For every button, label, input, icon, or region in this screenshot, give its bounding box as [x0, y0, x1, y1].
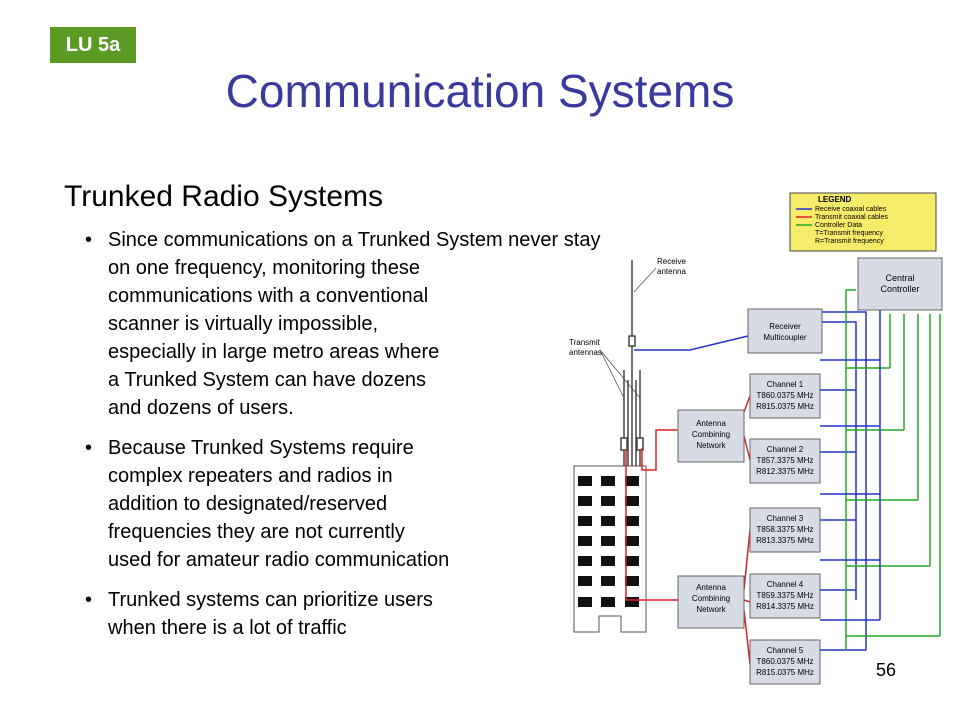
bullet-line: a Trunked System can have dozens: [108, 369, 426, 391]
building: [573, 465, 647, 633]
legend-entry: Receive coaxial cables: [815, 206, 887, 213]
svg-text:Transmit: Transmit: [569, 338, 601, 347]
channel-box: Channel 4 T859.3375 MHz R814.3375 MHz: [749, 573, 821, 619]
svg-text:R815.0375 MHz: R815.0375 MHz: [756, 402, 814, 411]
antenna-mast: [620, 260, 644, 466]
svg-text:R813.3375 MHz: R813.3375 MHz: [756, 536, 814, 545]
section-subtitle: Trunked Radio Systems: [64, 180, 384, 213]
svg-text:Network: Network: [696, 605, 726, 614]
svg-text:T860.0375 MHz: T860.0375 MHz: [757, 391, 814, 400]
svg-text:R814.3375 MHz: R814.3375 MHz: [756, 602, 814, 611]
bullet-item: Since communications on a Trunked System…: [85, 226, 601, 422]
bullet-line: used for amateur radio communication: [108, 549, 450, 571]
legend-entry: T=Transmit frequency: [815, 230, 884, 237]
page-number: 56: [876, 660, 897, 680]
antenna-combining-network-box: Antenna Combining Network: [677, 575, 745, 629]
bullet-line: when there is a lot of traffic: [108, 617, 347, 639]
receiver-multicoupler-box: Receiver Multicoupler: [747, 308, 823, 354]
receive-antenna-label: Receive antenna: [633, 257, 686, 293]
svg-text:T858.3375 MHz: T858.3375 MHz: [757, 525, 814, 534]
bullet-line: Because Trunked Systems require: [108, 437, 414, 459]
page-title: Communication Systems: [225, 65, 735, 117]
legend-entry: R=Transmit frequency: [815, 238, 884, 245]
legend-title: LEGEND: [818, 195, 852, 204]
lesson-badge: LU 5a: [50, 27, 136, 63]
legend-entry: Transmit coaxial cables: [815, 214, 888, 221]
svg-text:Controller: Controller: [880, 284, 919, 294]
legend: LEGEND Receive coaxial cables Transmit c…: [789, 192, 937, 252]
transmit-antennas-label: Transmit antennas: [569, 338, 641, 399]
svg-text:Channel 5: Channel 5: [767, 646, 804, 655]
svg-text:Combining: Combining: [692, 430, 730, 439]
channel-box: Channel 2 T857.3375 MHz R812.3375 MHz: [749, 438, 821, 484]
bullet-line: Trunked systems can prioritize users: [108, 589, 433, 611]
svg-text:Central: Central: [885, 273, 914, 283]
bullet-line: addition to designated/reserved: [108, 493, 388, 515]
antenna-combining-network-box: Antenna Combining Network: [677, 409, 745, 463]
channel-box: Channel 1 T860.0375 MHz R815.0375 MHz: [749, 373, 821, 419]
bullet-line: complex repeaters and radios in: [108, 465, 393, 487]
svg-text:antennas: antennas: [569, 348, 602, 357]
bullet-item: Because Trunked Systems require complex …: [85, 434, 600, 574]
svg-text:Combining: Combining: [692, 594, 730, 603]
central-controller-box: Central Controller: [857, 257, 943, 311]
svg-text:R812.3375 MHz: R812.3375 MHz: [756, 467, 814, 476]
channel-box: Channel 5 T860.0375 MHz R815.0375 MHz: [749, 639, 821, 685]
svg-text:Antenna: Antenna: [696, 419, 726, 428]
bullet-line: and dozens of users.: [108, 397, 294, 419]
bullet-line: scanner is virtually impossible,: [108, 313, 379, 335]
bullet-line: communications with a conventional: [108, 285, 429, 307]
bullet-line: especially in large metro areas where: [108, 341, 440, 363]
svg-text:antenna: antenna: [657, 267, 686, 276]
svg-text:Multicoupler: Multicoupler: [763, 333, 806, 342]
svg-text:Antenna: Antenna: [696, 583, 726, 592]
transmit-cables: [625, 395, 751, 665]
svg-text:Channel 2: Channel 2: [767, 445, 804, 454]
bullet-line: on one frequency, monitoring these: [108, 257, 421, 279]
bullet-line: Since communications on a Trunked System…: [108, 229, 601, 251]
svg-text:T857.3375 MHz: T857.3375 MHz: [757, 456, 814, 465]
controller-links: [820, 308, 881, 621]
svg-text:Channel 4: Channel 4: [767, 580, 804, 589]
svg-text:Network: Network: [696, 441, 726, 450]
svg-text:T860.0375 MHz: T860.0375 MHz: [757, 657, 814, 666]
bullet-item: Trunked systems can prioritize users whe…: [85, 586, 600, 642]
receive-cables: [634, 311, 867, 651]
svg-text:Receiver: Receiver: [769, 322, 801, 331]
svg-text:Receive: Receive: [657, 257, 686, 266]
legend-entry: Controller Data: [815, 222, 862, 229]
svg-text:Channel 1: Channel 1: [767, 380, 804, 389]
controller-cables: [845, 289, 941, 650]
channel-box: Channel 3 T858.3375 MHz R813.3375 MHz: [749, 507, 821, 553]
bullet-line: frequencies they are not currently: [108, 521, 405, 543]
bullet-list: Since communications on a Trunked System…: [85, 226, 601, 654]
svg-text:T859.3375 MHz: T859.3375 MHz: [757, 591, 814, 600]
svg-text:Channel 3: Channel 3: [767, 514, 804, 523]
svg-text:R815.0375 MHz: R815.0375 MHz: [756, 668, 814, 677]
